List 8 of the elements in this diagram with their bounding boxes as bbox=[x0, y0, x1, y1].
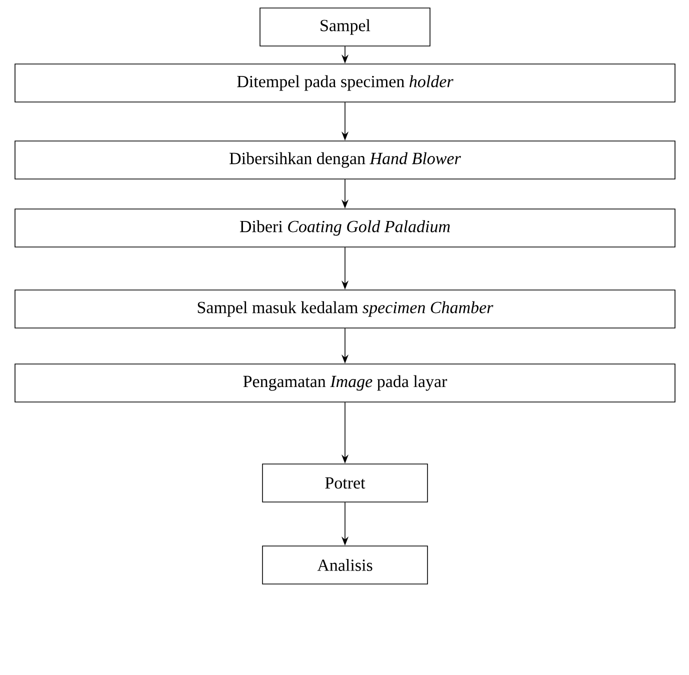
process-box: Sampel masuk kedalam specimen Chamber bbox=[14, 290, 676, 328]
process-box: Dibersihkan dengan Hand Blower bbox=[14, 140, 676, 180]
process-box: Sampel bbox=[260, 8, 430, 46]
process-box: Potret bbox=[262, 464, 428, 502]
process-box: Pengamatan Image pada layar bbox=[14, 364, 676, 402]
process-box: Ditempel pada specimen holder bbox=[14, 64, 676, 102]
process-box: Analisis bbox=[262, 546, 428, 584]
process-box: Diberi Coating Gold Paladium bbox=[14, 208, 676, 248]
